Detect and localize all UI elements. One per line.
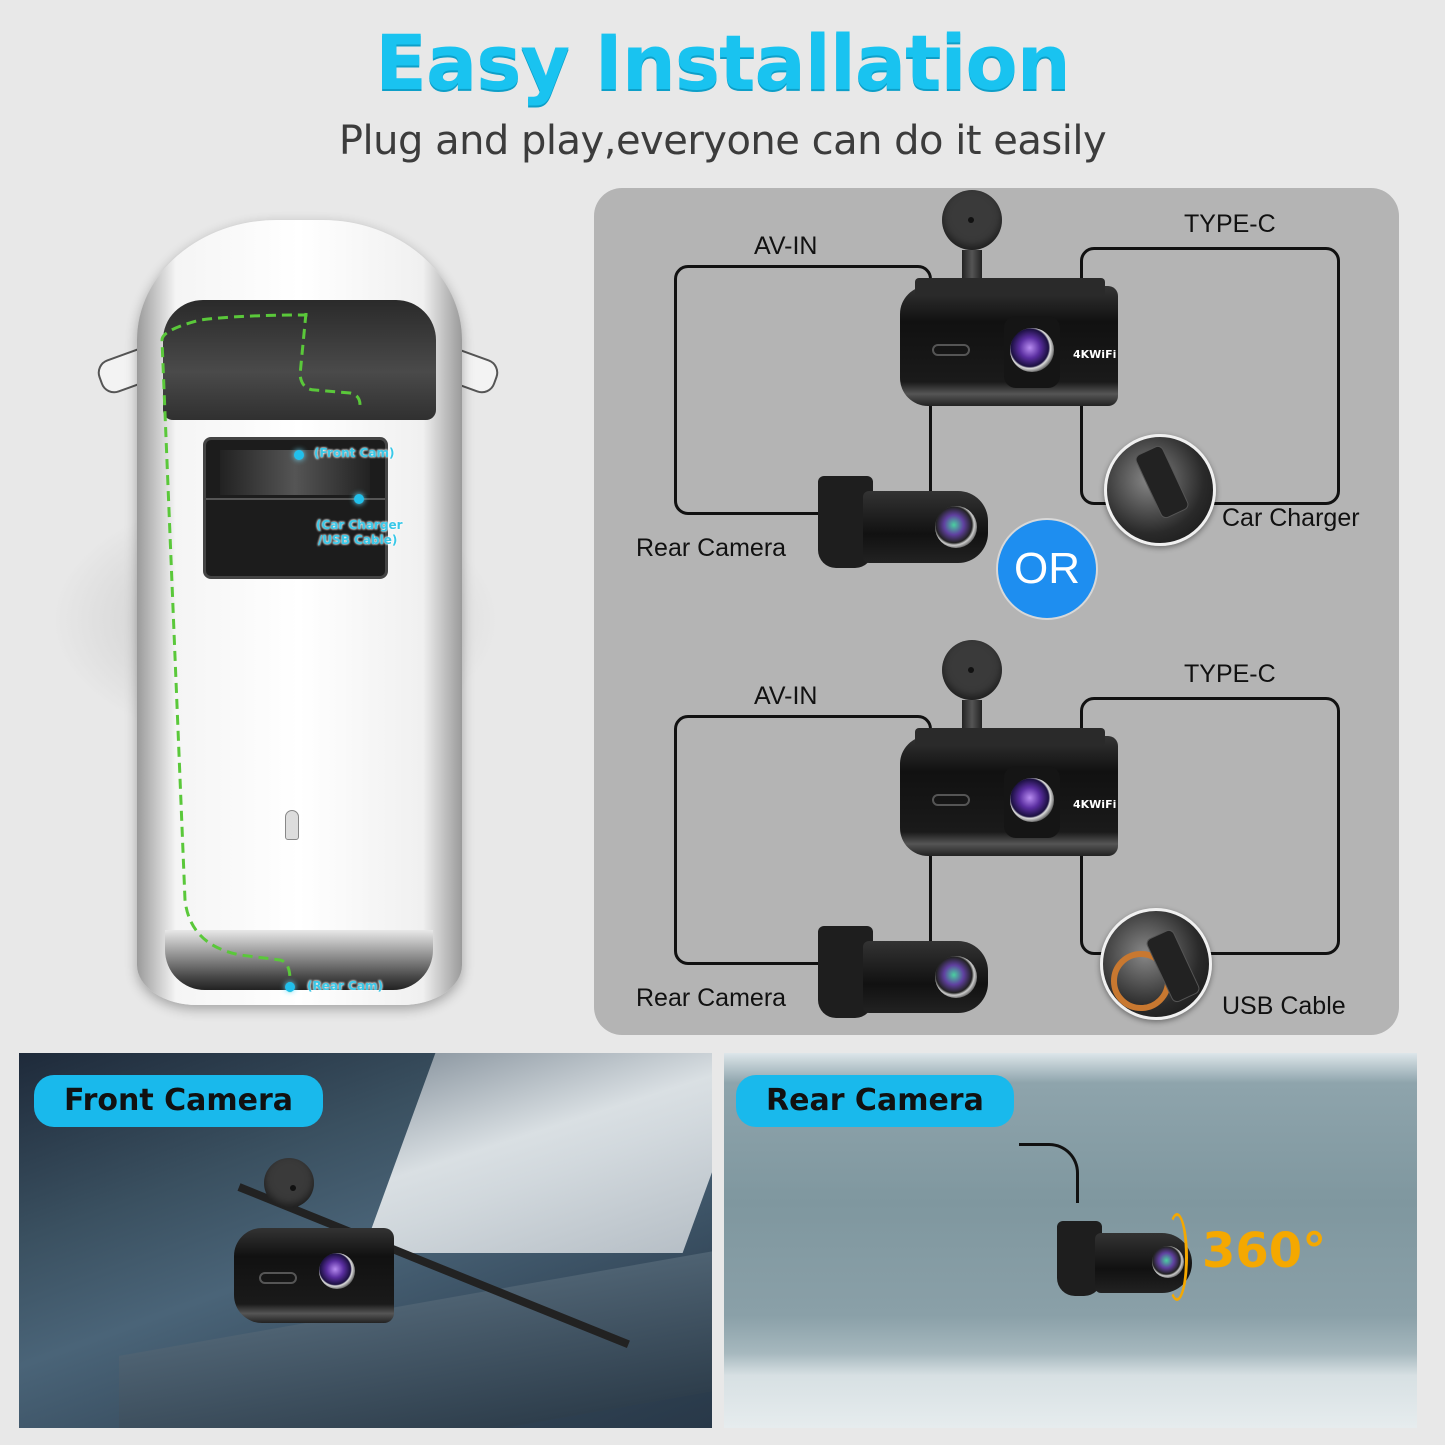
usb-cable-label: USB Cable [1222,992,1346,1020]
page-subtitle: Plug and play,everyone can do it easily [338,118,1107,164]
rainy-windshield [362,1053,712,1253]
rear-cam-cable [1019,1143,1079,1203]
suction-mount-icon [264,1158,314,1208]
suction-mount-icon [942,640,1002,700]
car-charger-label: Car Charger [1222,504,1360,532]
usb-cable-icon [1100,908,1212,1020]
type-c-label: TYPE-C [1184,660,1276,688]
lens-icon [1010,328,1054,372]
dashcam-badge: 4KWiFi [1073,348,1117,361]
charger-callout-line1: (Car Charger [316,518,403,532]
rear-camera-label: Rear Camera [636,984,787,1012]
rear-camera-image [818,926,988,1018]
page-title: Easy Installation [375,18,1071,107]
car-top-view-diagram: (Front Cam) (Car Charger /USB Cable) (Re… [40,200,510,1030]
rear-cam-callout: (Rear Cam) [307,979,383,993]
av-in-label: AV-IN [754,682,818,710]
front-cam-callout: (Front Cam) [314,446,395,460]
rear-camera-photo: 360° Rear Camera [724,1053,1417,1428]
rear-camera-image [818,476,988,568]
lens-icon [1010,778,1054,822]
rear-camera-label: Rear Camera [636,534,787,562]
type-c-label: TYPE-C [1184,210,1276,238]
front-camera-photo: Front Camera [19,1053,712,1428]
dashcam-badge: 4KWiFi [1073,798,1117,811]
lens-icon [935,956,977,998]
front-camera-label: Front Camera [34,1075,324,1127]
front-cam-point-icon [294,450,304,460]
connection-diagram-panel: AV-IN TYPE-C 4KWiFi Rear Camera Car Char… [594,188,1399,1035]
lens-icon [935,506,977,548]
charger-callout-line2: /USB Cable) [318,533,398,547]
front-dashcam-image: 4KWiFi [900,728,1118,856]
charger-point-icon [354,494,364,504]
or-badge: OR [996,518,1098,620]
type-c-wire [1080,697,1340,955]
rotation-arrow-icon [1166,1213,1188,1301]
rear-bumper [165,930,433,990]
lens-icon [319,1253,355,1289]
connection-option-car-charger: AV-IN TYPE-C 4KWiFi Rear Camera Car Char… [594,188,1399,620]
cable-route-line [160,312,362,995]
suction-mount-icon [942,190,1002,250]
car-charger-icon [1104,434,1216,546]
front-dashcam-image: 4KWiFi [900,278,1118,406]
shark-fin-antenna [285,810,299,840]
rotation-360-label: 360° [1202,1223,1327,1279]
rear-camera-label: Rear Camera [736,1075,1014,1127]
connection-option-usb-cable: AV-IN TYPE-C 4KWiFi Rear Camera USB Cabl… [594,638,1399,1058]
sunroof [203,437,388,579]
installed-dashcam-image [234,1228,394,1323]
rear-cam-point-icon [285,982,295,992]
av-in-label: AV-IN [754,232,818,260]
